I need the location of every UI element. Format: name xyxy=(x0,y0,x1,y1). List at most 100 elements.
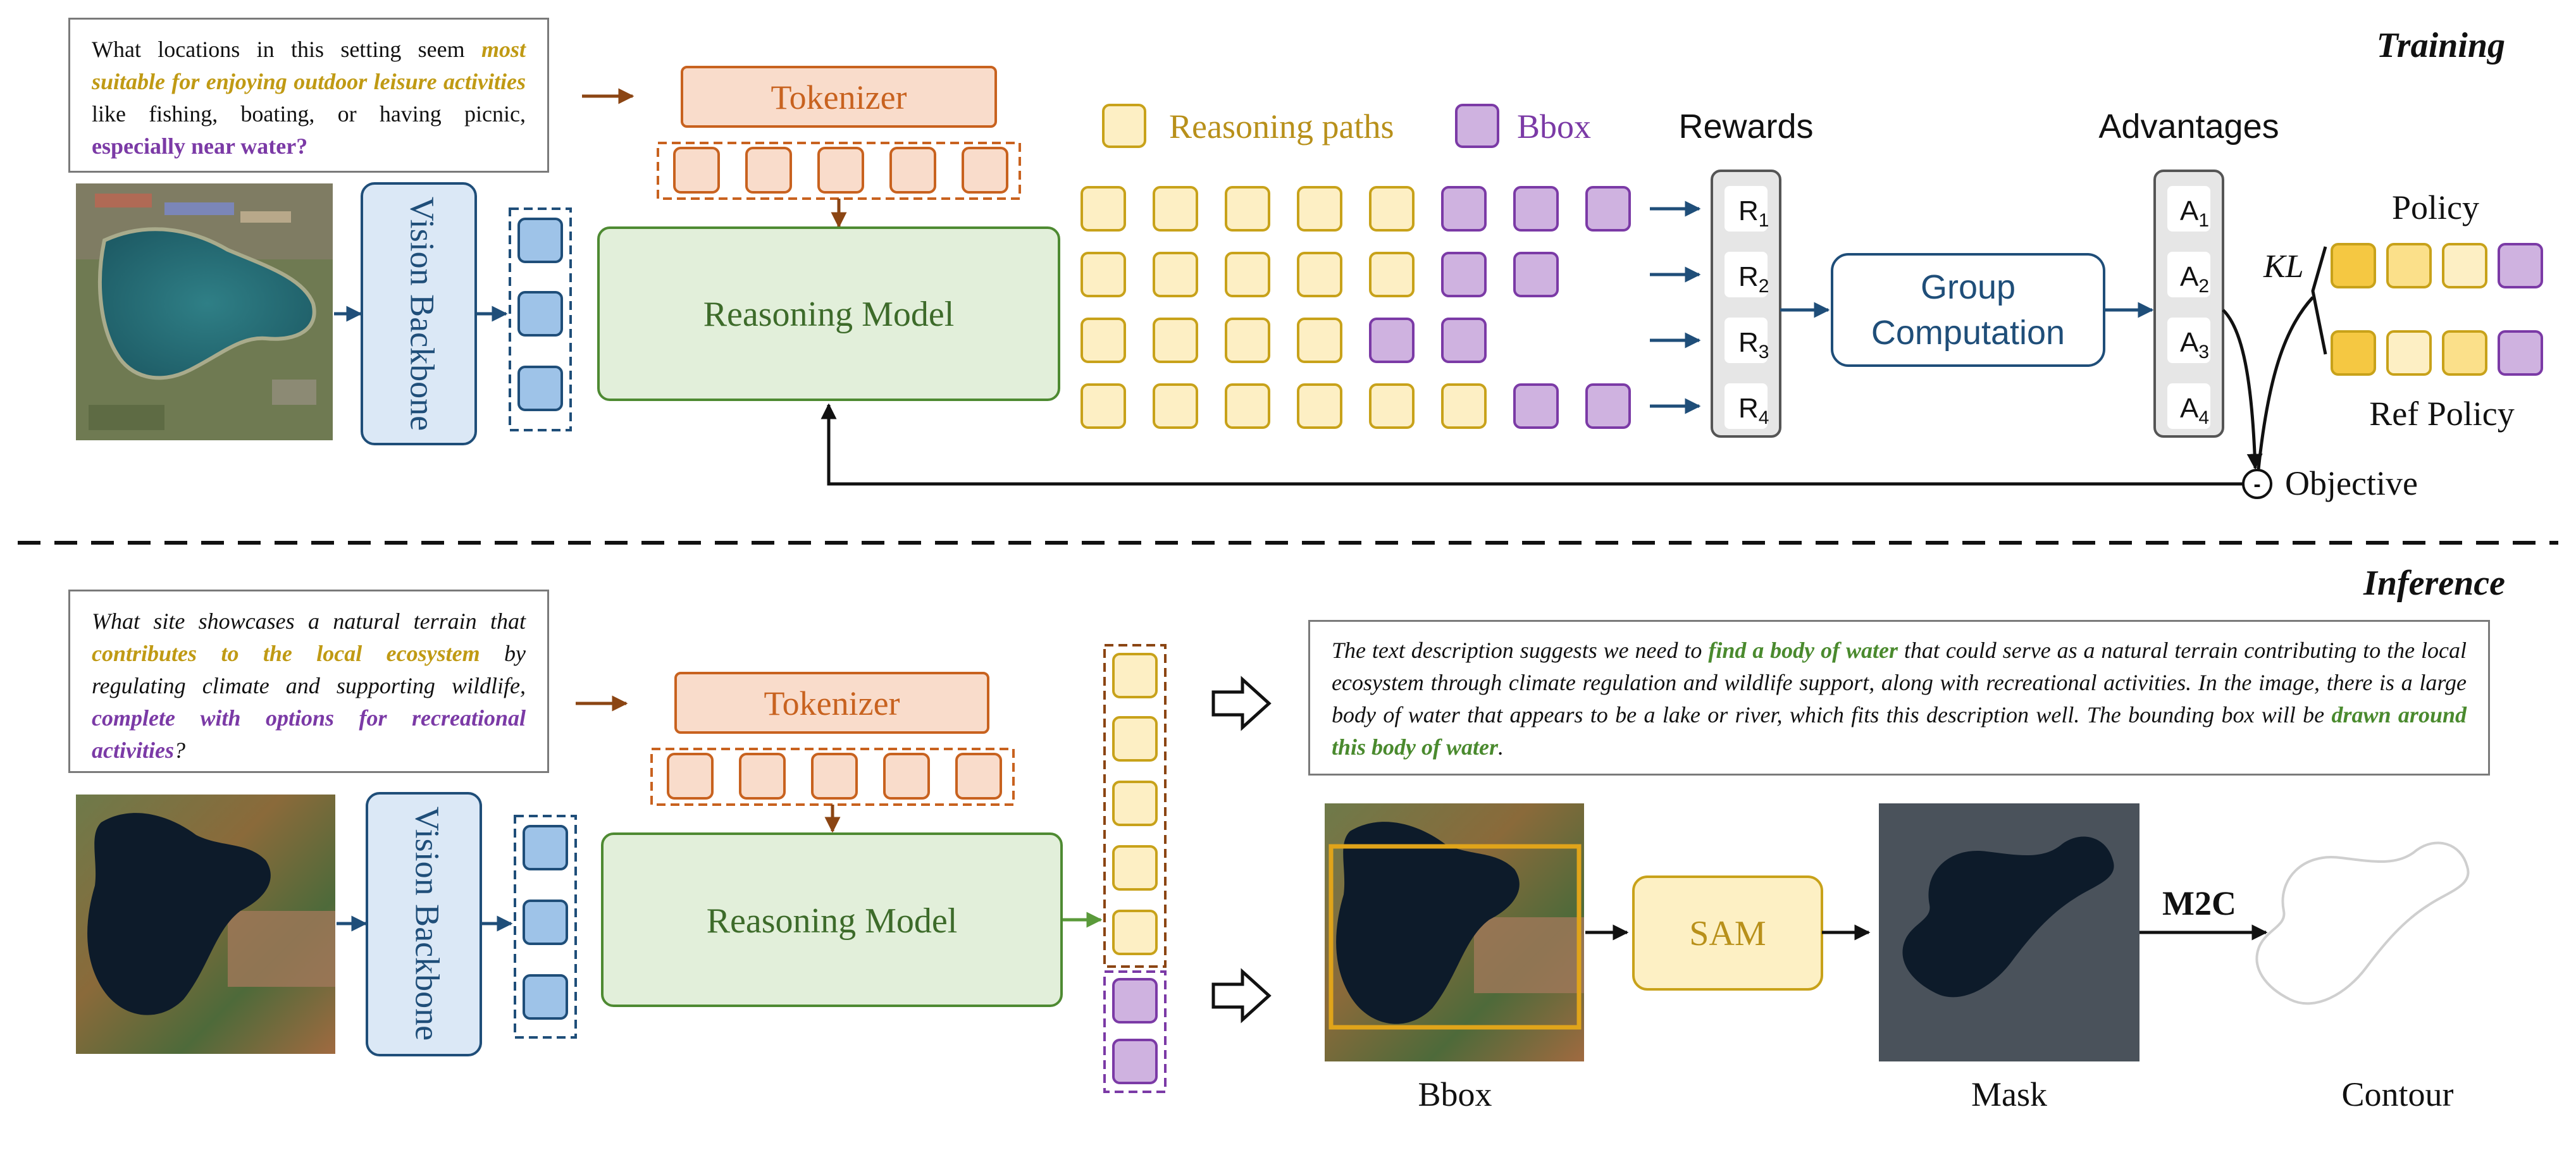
contour-outline xyxy=(2255,841,2470,1005)
question-highlight-gold: contributes to the local ecosystem xyxy=(92,641,480,666)
advantage-cell xyxy=(2167,383,2210,429)
advantage-cell xyxy=(2167,186,2210,232)
text-token xyxy=(962,147,1008,194)
tokenizer-label: Tokenizer xyxy=(771,78,907,116)
inference-reasoning-model-label: Reasoning Model xyxy=(707,901,958,941)
question-highlight-gold: most suitable for enjoying outdoor leisu… xyxy=(92,37,526,94)
reward-r1: R1 xyxy=(1738,195,1769,231)
reasoning-token xyxy=(1297,318,1342,363)
rollout-row-4 xyxy=(1081,383,1631,429)
advantage-cell xyxy=(2167,318,2210,363)
reasoning-token xyxy=(1369,252,1415,297)
reasoning-token xyxy=(1112,716,1158,762)
question-text: like fishing, boating, or having picnic, xyxy=(92,101,526,127)
text-token xyxy=(817,147,864,194)
training-vision-backbone-label: Vision Backbone xyxy=(404,197,442,431)
bbox-token xyxy=(1585,186,1631,232)
rollout-row-2 xyxy=(1081,252,1559,297)
text-token xyxy=(673,147,720,194)
reasoning-token xyxy=(1081,186,1126,232)
text-token xyxy=(739,753,786,800)
reasoning-token xyxy=(1225,186,1270,232)
reward-cell xyxy=(1725,383,1768,429)
tokenizer-block xyxy=(681,66,997,128)
question-highlight-purple: especially near water? xyxy=(92,133,308,159)
rollout-row-3 xyxy=(1081,318,1487,363)
inference-tokenizer-block xyxy=(674,672,989,734)
reasoning-token xyxy=(1441,383,1487,429)
advantage-a1: A1 xyxy=(2180,195,2209,231)
training-reasoning-model-label: Reasoning Model xyxy=(703,295,955,334)
question-text: What locations in this setting seem xyxy=(92,37,481,62)
kl-label: KL xyxy=(2263,249,2304,285)
text-token xyxy=(889,147,936,194)
rollout-row-1 xyxy=(1081,186,1631,232)
bbox-token xyxy=(1513,383,1559,429)
bbox-token xyxy=(1513,252,1559,297)
question-text: ? xyxy=(173,738,185,763)
mask-image xyxy=(1879,803,2139,1061)
policy-token xyxy=(2498,243,2543,288)
rewards-title: Rewards xyxy=(1678,108,1813,145)
reasoning-token xyxy=(1225,252,1270,297)
text-token xyxy=(883,753,930,800)
advantage-a2: A2 xyxy=(2180,261,2209,297)
reasoning-token xyxy=(1369,186,1415,232)
rewards-column xyxy=(1711,170,1781,438)
policy-token xyxy=(2442,243,2487,288)
reasoning-token xyxy=(1297,252,1342,297)
reward-cell xyxy=(1725,318,1768,363)
training-visual-token-group xyxy=(509,207,572,431)
bbox-token xyxy=(1112,978,1158,1024)
question-text: What site showcases a natural terrain th… xyxy=(92,609,526,634)
group-computation-label: Group Computation xyxy=(1871,268,2065,352)
advantage-a4: A4 xyxy=(2180,393,2209,428)
reasoning-token xyxy=(1297,186,1342,232)
question-text: by regulating climate and supporting wil… xyxy=(92,641,526,698)
m2c-label: M2C xyxy=(2162,884,2236,922)
ref-policy-token xyxy=(2442,330,2487,376)
advantages-title: Advantages xyxy=(2098,108,2279,145)
reasoning-token xyxy=(1369,383,1415,429)
output-bbox-token-group xyxy=(1103,970,1167,1093)
inference-reasoning-model xyxy=(601,832,1063,1007)
kl-bracket xyxy=(2311,246,2327,355)
mask-caption: Mask xyxy=(1971,1075,2047,1113)
reasoning-output-box: The text description suggests we need to… xyxy=(1308,620,2490,776)
reasoning-token xyxy=(1153,252,1198,297)
objective-label: Objective xyxy=(2285,464,2418,502)
bbox-token xyxy=(1112,1039,1158,1084)
reasoning-token xyxy=(1297,383,1342,429)
inference-visual-token-group xyxy=(514,815,577,1039)
reasoning-token xyxy=(1225,383,1270,429)
legend-bbox-label: Bbox xyxy=(1517,108,1591,145)
sam-label: SAM xyxy=(1689,914,1766,953)
ref-policy-token xyxy=(2386,330,2432,376)
inference-vision-backbone-label: Vision Backbone xyxy=(409,807,447,1041)
reasoning-text: that could serve as a natural terrain co… xyxy=(1332,638,2467,727)
text-token xyxy=(667,753,714,800)
bbox-token xyxy=(1585,383,1631,429)
visual-token xyxy=(523,900,568,945)
text-token xyxy=(745,147,792,194)
reasoning-token xyxy=(1153,383,1198,429)
reward-cell xyxy=(1725,252,1768,297)
ref-policy-label: Ref Policy xyxy=(2369,395,2514,433)
legend-reasoning-path-swatch xyxy=(1102,104,1146,148)
bbox-token xyxy=(1441,318,1487,363)
visual-token xyxy=(517,218,563,263)
reasoning-token xyxy=(1112,781,1158,826)
reward-r4: R4 xyxy=(1738,393,1769,428)
training-aerial-image xyxy=(76,183,333,440)
reasoning-token xyxy=(1153,186,1198,232)
policy-label: Policy xyxy=(2392,189,2479,226)
objective-minus-symbol: - xyxy=(2253,473,2260,497)
reward-r2: R2 xyxy=(1738,261,1769,297)
kl-to-objective-curve xyxy=(2257,296,2314,470)
visual-token xyxy=(517,366,563,411)
ref-policy-token xyxy=(2331,330,2376,376)
contour-caption: Contour xyxy=(2341,1075,2453,1113)
reasoning-text: The text description suggests we need to xyxy=(1332,638,1709,663)
legend-bbox-swatch xyxy=(1455,104,1499,148)
